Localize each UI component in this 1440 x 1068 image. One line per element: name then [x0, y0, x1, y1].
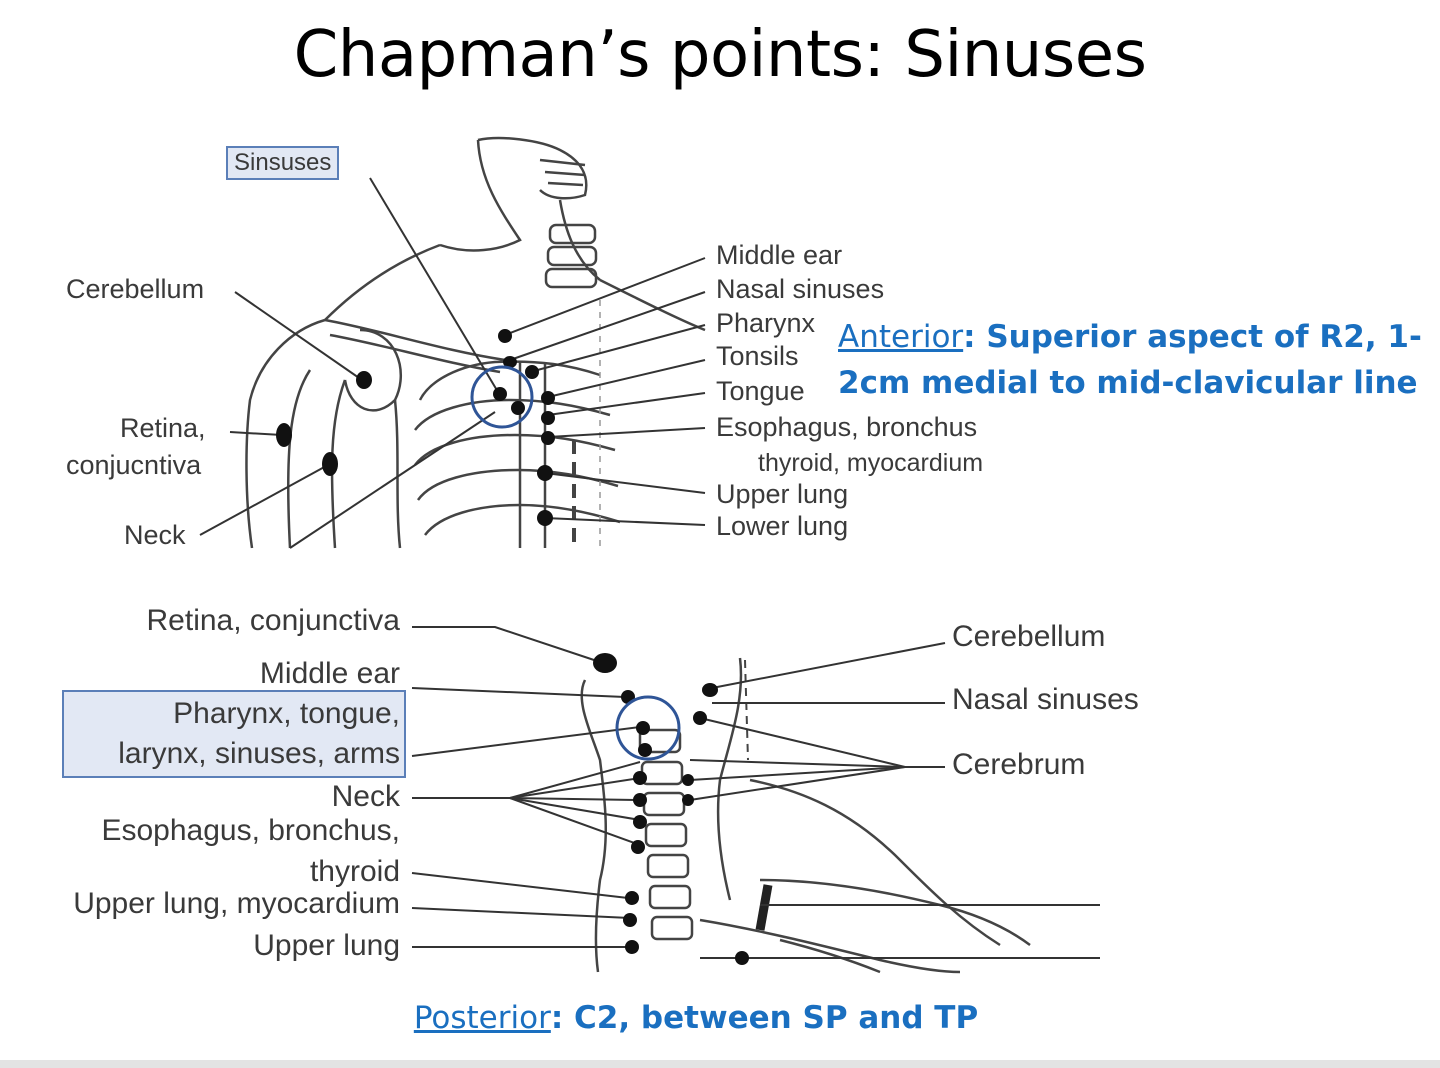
posterior-label-nasal-sinuses: Nasal sinuses: [952, 683, 1139, 716]
anterior-figure: [245, 136, 706, 549]
anterior-label-cerebellum: Cerebellum: [66, 274, 205, 304]
anterior-description: Anterior: Superior aspect of R2, 1- 2cm …: [838, 314, 1422, 406]
posterior-label-esophagus: Esophagus, bronchus,: [101, 814, 400, 847]
anterior-label-tonsils: Tonsils: [716, 341, 799, 371]
posterior-label-upper-lung: Upper lung: [253, 929, 400, 962]
anterior-label-conjunctiva: conjucntiva: [66, 450, 202, 480]
posterior-heading: Posterior: [413, 1000, 551, 1036]
posterior-label-upper-lung-myocardium: Upper lung, myocardium: [73, 887, 400, 920]
anterior-label-nasal-sinuses: Nasal sinuses: [716, 274, 885, 304]
anterior-label-tongue: Tongue: [716, 376, 805, 406]
slide-footer-bar: [0, 1060, 1440, 1068]
anterior-description-line1: : Superior aspect of R2, 1-: [963, 319, 1422, 355]
posterior-label-cerebellum: Cerebellum: [952, 620, 1106, 653]
anterior-label-neck: Neck: [124, 520, 186, 550]
posterior-label-cerebrum: Cerebrum: [952, 748, 1086, 781]
posterior-label-middle-ear: Middle ear: [259, 657, 400, 690]
posterior-highlight-circle: [615, 695, 681, 761]
sinuses-label-text: Sinsuses: [234, 149, 332, 176]
posterior-boxed-line2: larynx, sinuses, arms: [118, 737, 400, 770]
posterior-label-neck: Neck: [331, 780, 400, 813]
posterior-label-thyroid: thyroid: [309, 855, 400, 888]
posterior-description-rest: : C2, between SP and TP: [550, 1000, 979, 1036]
anterior-description-line2: 2cm medial to mid-clavicular line: [838, 365, 1418, 401]
chapman-point-markers: [276, 329, 749, 965]
anterior-label-thyroid: thyroid, myocardium: [758, 449, 984, 477]
page-title: Chapman’s points: Sinuses: [293, 18, 1147, 92]
anterior-label-pharynx: Pharynx: [716, 308, 816, 338]
posterior-boxed-label: Pharynx, tongue, larynx, sinuses, arms: [62, 690, 406, 778]
anterior-heading: Anterior: [838, 319, 964, 355]
posterior-label-retina: Retina, conjunctiva: [146, 604, 400, 637]
anterior-label-lower-lung: Lower lung: [716, 511, 849, 541]
posterior-boxed-line1: Pharynx, tongue,: [173, 697, 400, 730]
anterior-label-retina: Retina,: [120, 413, 206, 443]
anterior-label-upper-lung: Upper lung: [716, 479, 849, 509]
anterior-highlight-circle: [470, 365, 534, 429]
sinuses-boxed-label: Sinsuses: [226, 146, 340, 180]
anterior-label-middle-ear: Middle ear: [716, 240, 843, 270]
anterior-label-esophagus: Esophagus, bronchus: [716, 412, 978, 442]
posterior-description: Posterior: C2, between SP and TP: [0, 996, 1392, 1040]
posterior-figure: [580, 657, 1031, 974]
